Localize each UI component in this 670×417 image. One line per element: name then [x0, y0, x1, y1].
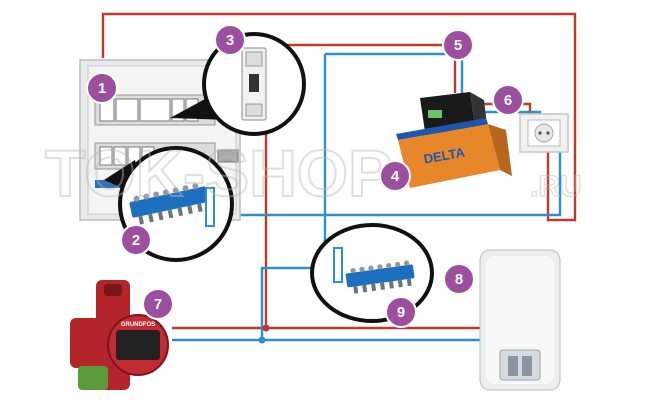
- badge-8: 8: [443, 263, 475, 295]
- badge-3: 3: [214, 24, 246, 56]
- watermark: TOK-SHOP .RU: [44, 135, 582, 211]
- bus9-terminal-marker: [333, 247, 343, 283]
- badge-4: 4: [379, 160, 411, 192]
- watermark-suffix: .RU: [530, 170, 582, 203]
- phase-wire-main-loop: [101, 12, 577, 222]
- svg-text:5: 5: [454, 37, 462, 54]
- badge-5: 5: [442, 29, 474, 61]
- neutral-bus-bar-2: [345, 260, 415, 294]
- bus-terminal-marker: [205, 187, 215, 227]
- svg-text:6: 6: [504, 92, 512, 109]
- pump-brand-label: GRUNDFOS: [121, 322, 155, 328]
- svg-text:9: 9: [397, 304, 405, 321]
- svg-text:7: 7: [154, 296, 162, 313]
- neutral-bus-bar: [129, 183, 209, 225]
- watermark-main: TOK-SHOP: [45, 136, 392, 210]
- breaker-magnifier: [202, 32, 306, 136]
- svg-text:3: 3: [226, 32, 234, 49]
- badge-1: 1: [86, 72, 118, 104]
- neutral-wire-ups: [325, 52, 464, 93]
- badge-6: 6: [492, 84, 524, 116]
- battery-unit: DELTA: [396, 118, 512, 188]
- circuit-breaker: [241, 47, 267, 121]
- badge-7: 7: [142, 288, 174, 320]
- gas-boiler: [479, 249, 561, 391]
- junction-dot-phase: [262, 324, 270, 332]
- badge-9: 9: [385, 296, 417, 328]
- svg-text:8: 8: [455, 271, 463, 288]
- battery-brand-label: DELTA: [423, 144, 467, 166]
- svg-text:1: 1: [98, 80, 106, 97]
- junction-dot-neutral: [258, 336, 266, 344]
- circulation-pump: GRUNDFOS: [70, 280, 169, 390]
- svg-text:4: 4: [391, 168, 400, 185]
- badge-2: 2: [120, 224, 152, 256]
- neutral-wire-panel-socket: [210, 148, 562, 217]
- svg-text:2: 2: [132, 232, 140, 249]
- wall-socket: [519, 113, 569, 153]
